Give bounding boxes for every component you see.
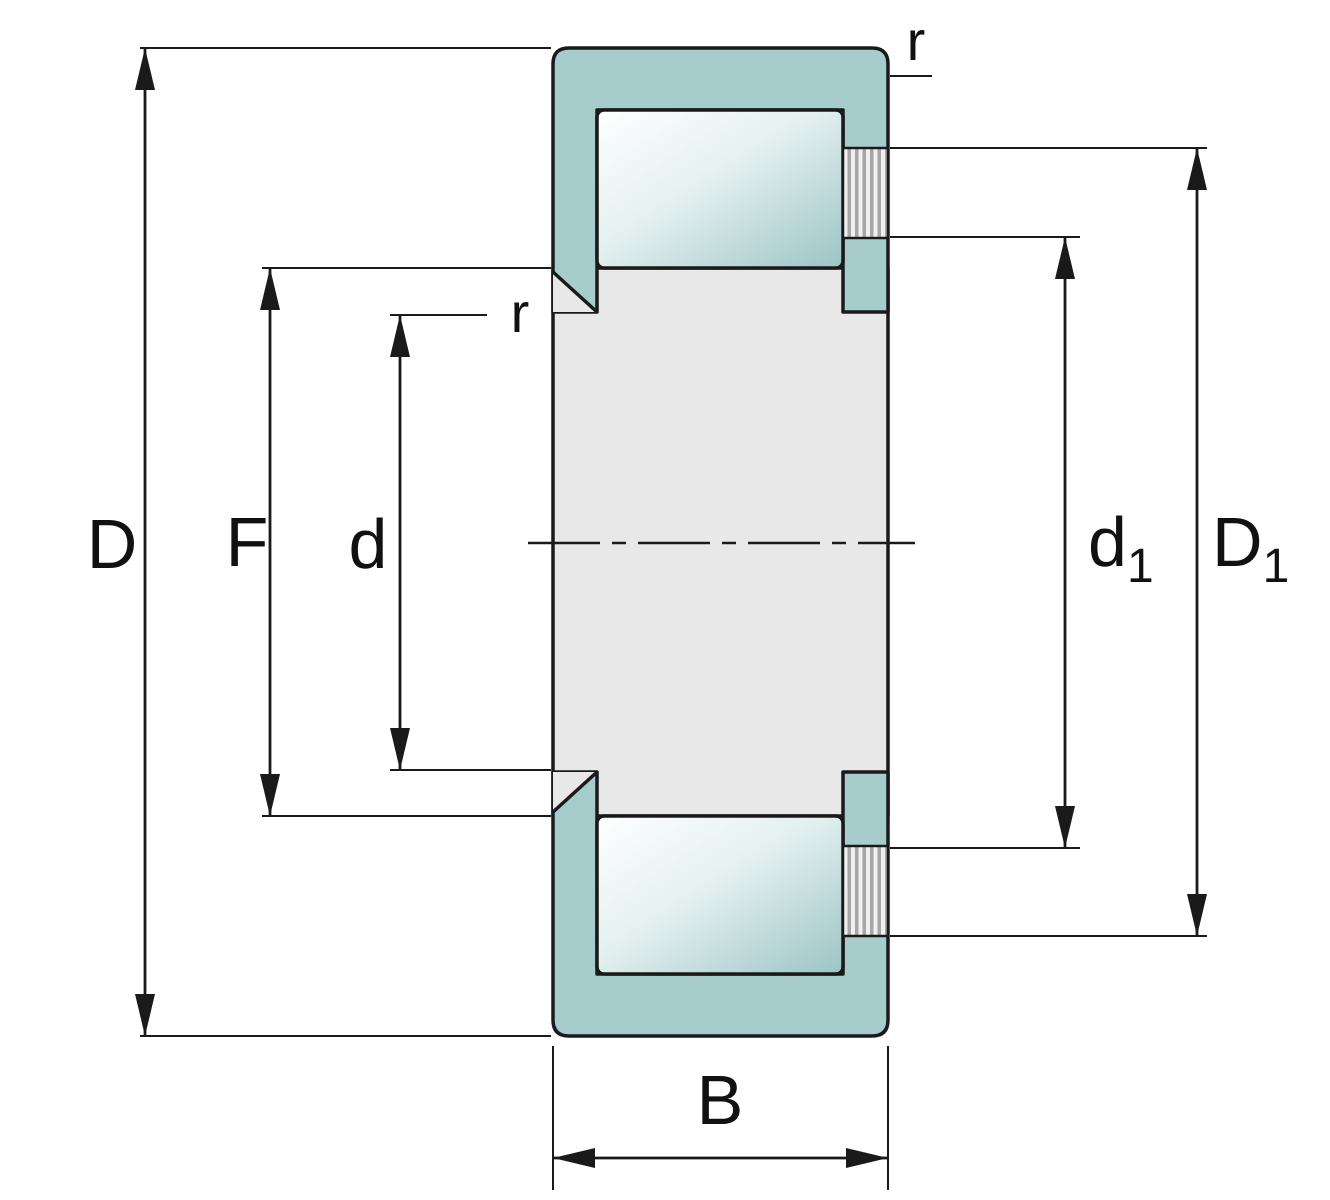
label-r-outer: r — [907, 9, 926, 72]
inner-ring-flange-chamfer-bottom — [551, 770, 599, 814]
inner-ring-flange-chamfer-top — [551, 270, 599, 314]
label-D1: D1 — [1212, 503, 1289, 593]
label-d1: d1 — [1088, 503, 1154, 593]
fillet-label-inner: r — [511, 281, 530, 344]
label-B: B — [697, 1061, 744, 1139]
dimension-B: B — [553, 1061, 888, 1168]
dimension-D: D — [87, 48, 155, 1036]
outer-ring-top-section — [551, 46, 890, 314]
outer-ring-bottom-section — [551, 770, 890, 1038]
cage-bottom — [841, 844, 890, 938]
roller-top — [595, 108, 845, 270]
label-d: d — [349, 505, 388, 583]
cage-top — [841, 146, 890, 240]
roller-bottom — [595, 814, 845, 976]
label-F: F — [226, 503, 269, 581]
dimension-D1: D1 — [1187, 148, 1289, 936]
extension-lines — [140, 47, 1207, 1190]
dimension-d1: d1 — [1055, 237, 1154, 848]
label-r-inner: r — [511, 281, 530, 344]
label-D: D — [87, 505, 138, 583]
fillet-label-outer: r — [890, 9, 932, 77]
dimension-d: d — [349, 315, 410, 770]
dimension-F: F — [226, 268, 280, 816]
